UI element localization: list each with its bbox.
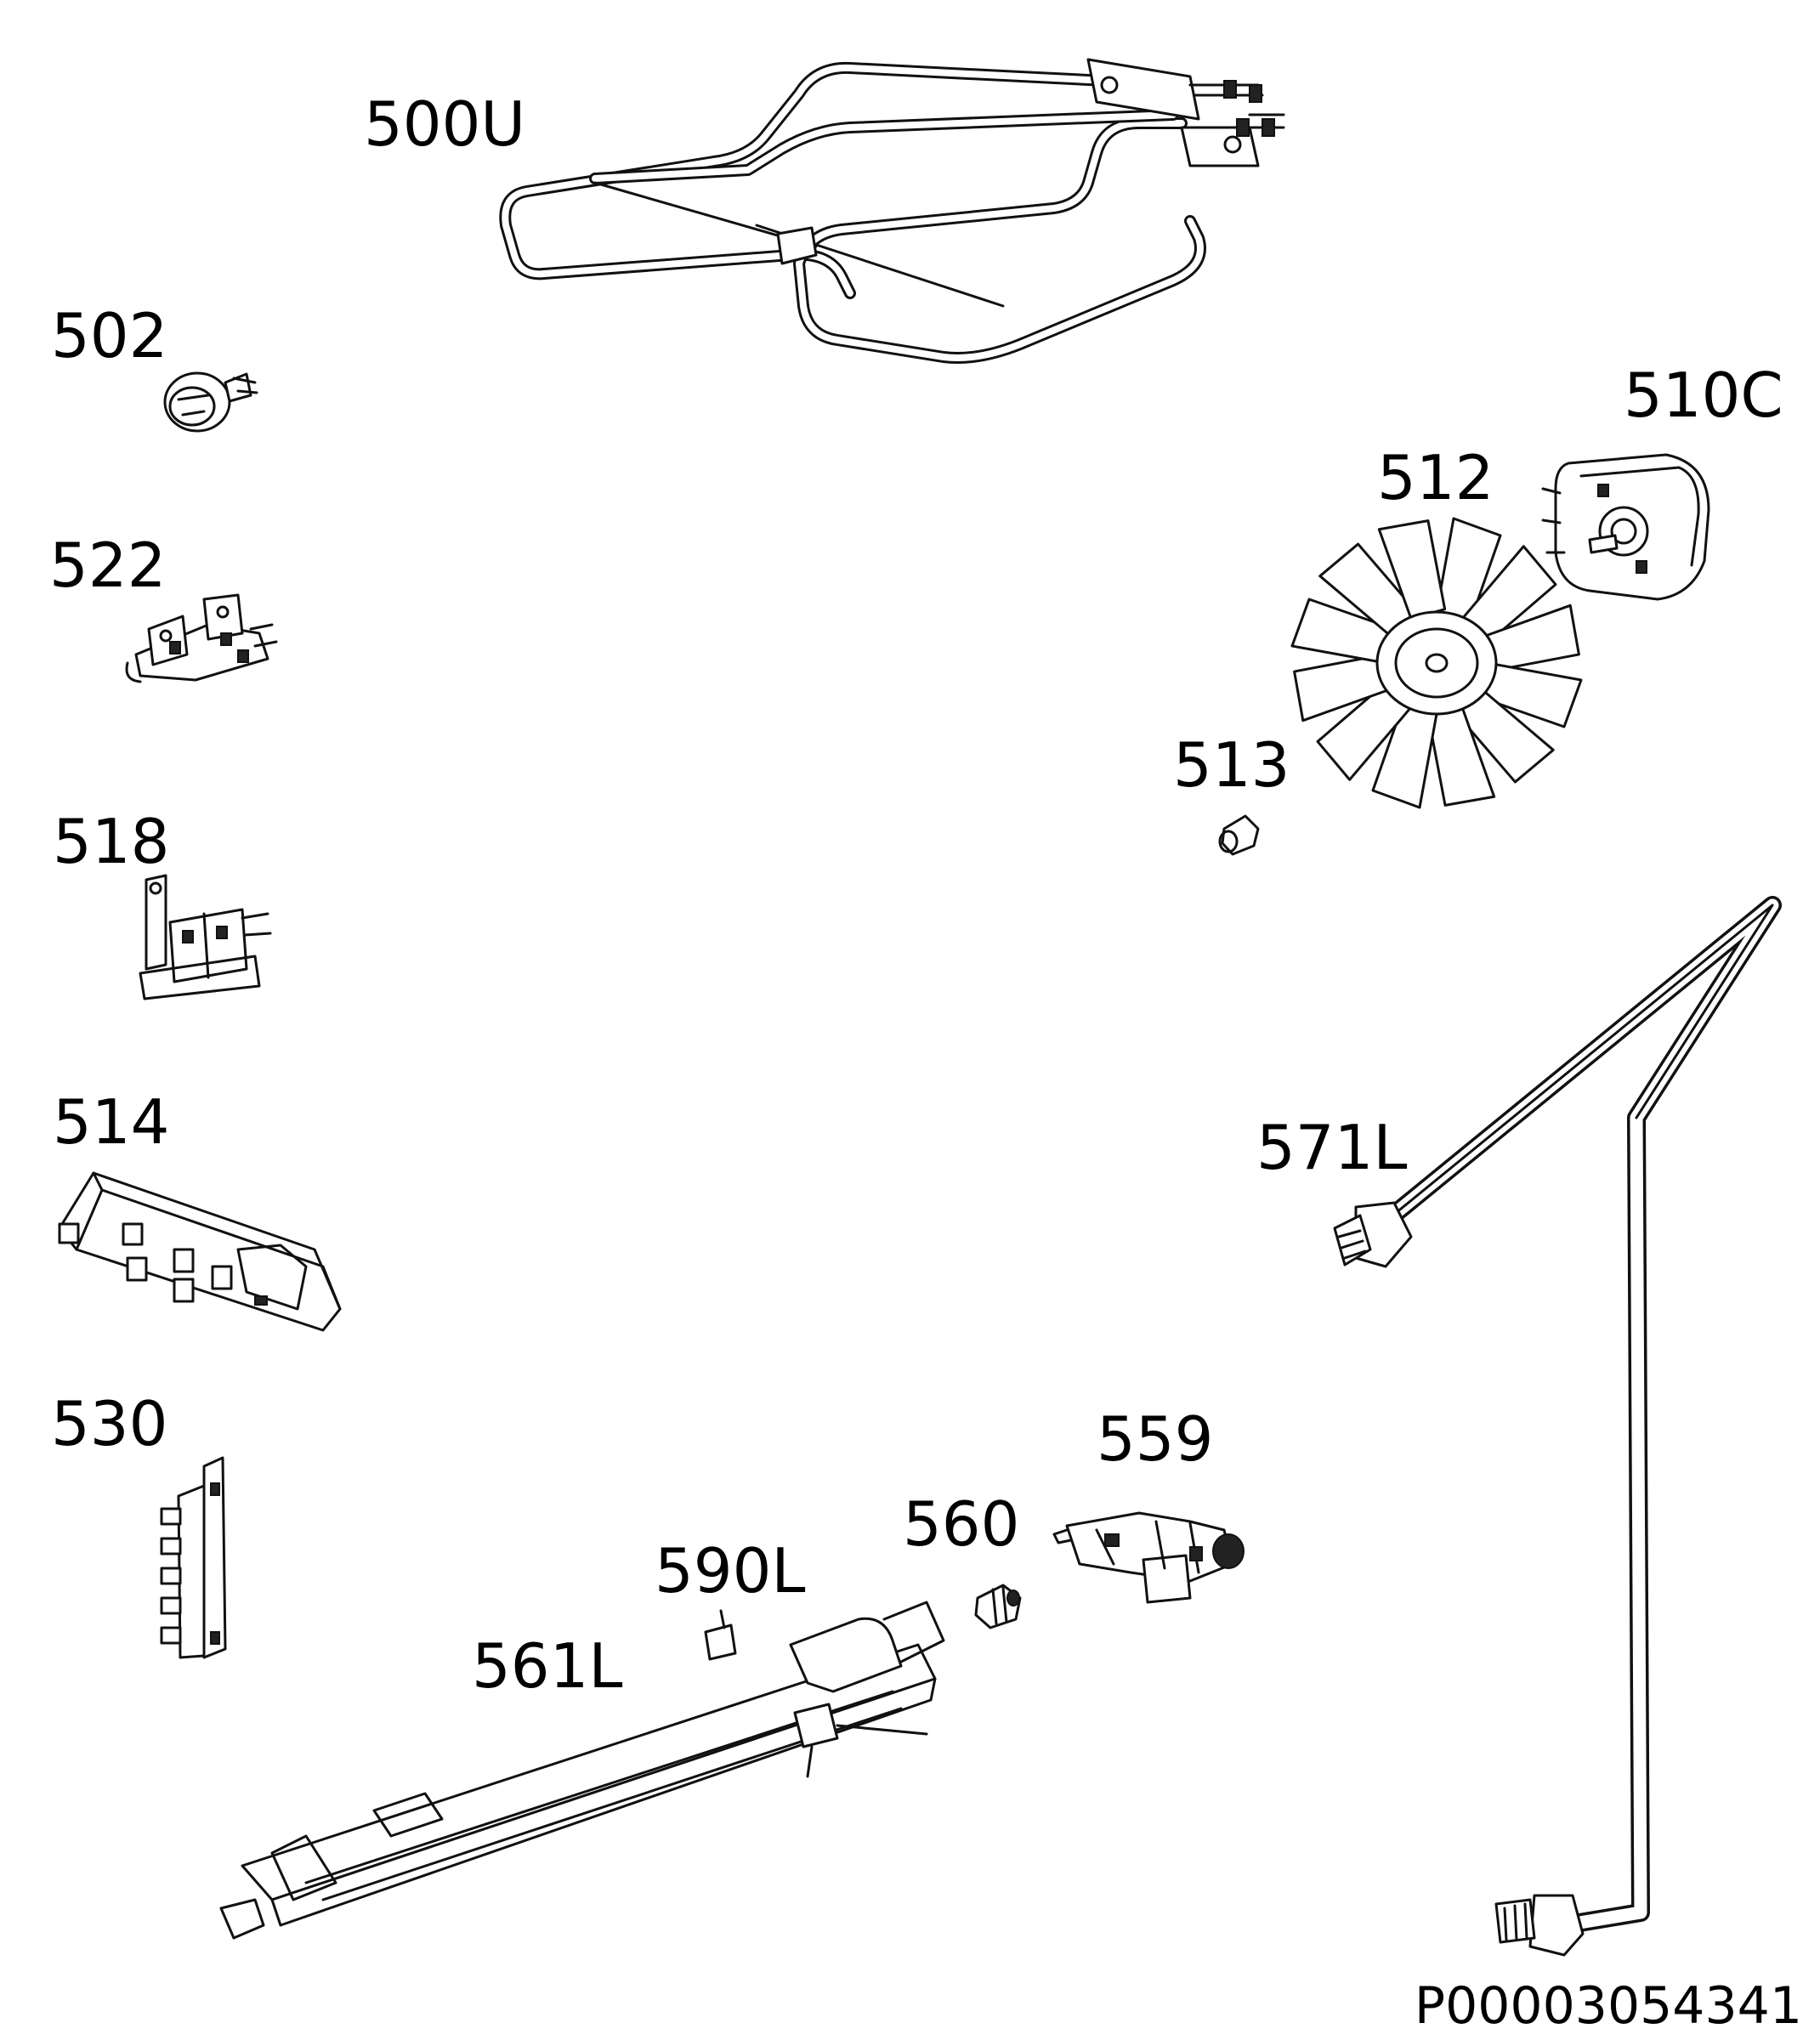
label-522: 522 [49,530,166,601]
label-512: 512 [1377,442,1494,513]
label-559: 559 [1097,1403,1213,1475]
label-518: 518 [53,806,169,877]
part-513-nut[interactable] [1218,814,1260,856]
part-512-fan-impeller[interactable] [1279,506,1593,819]
part-560-injector[interactable] [974,1584,1022,1629]
part-530-terminal-block[interactable] [160,1456,227,1659]
part-502-thermostat[interactable] [163,371,258,433]
label-571L: 571L [1256,1112,1408,1183]
label-514: 514 [53,1086,169,1158]
part-571L-gas-pipe[interactable] [1333,896,1782,1957]
label-560: 560 [903,1488,1019,1560]
part-518-door-switch[interactable] [139,874,272,1000]
part-561L-oven-burner[interactable] [219,1601,945,1940]
label-502: 502 [51,300,167,371]
part-500U-heating-element[interactable] [499,58,1285,364]
label-530: 530 [51,1388,167,1459]
label-590L: 590L [655,1535,806,1606]
label-561L: 561L [472,1630,623,1702]
part-510C-fan-motor[interactable] [1541,453,1710,601]
part-522-switch[interactable] [125,593,278,683]
part-559-gas-valve[interactable] [1052,1511,1245,1604]
label-510C: 510C [1624,360,1783,431]
part-514-ignition-generator[interactable] [58,1171,342,1332]
document-id: P00003054341 [1415,1976,1802,2036]
label-513: 513 [1173,729,1290,801]
label-500U: 500U [364,88,525,160]
